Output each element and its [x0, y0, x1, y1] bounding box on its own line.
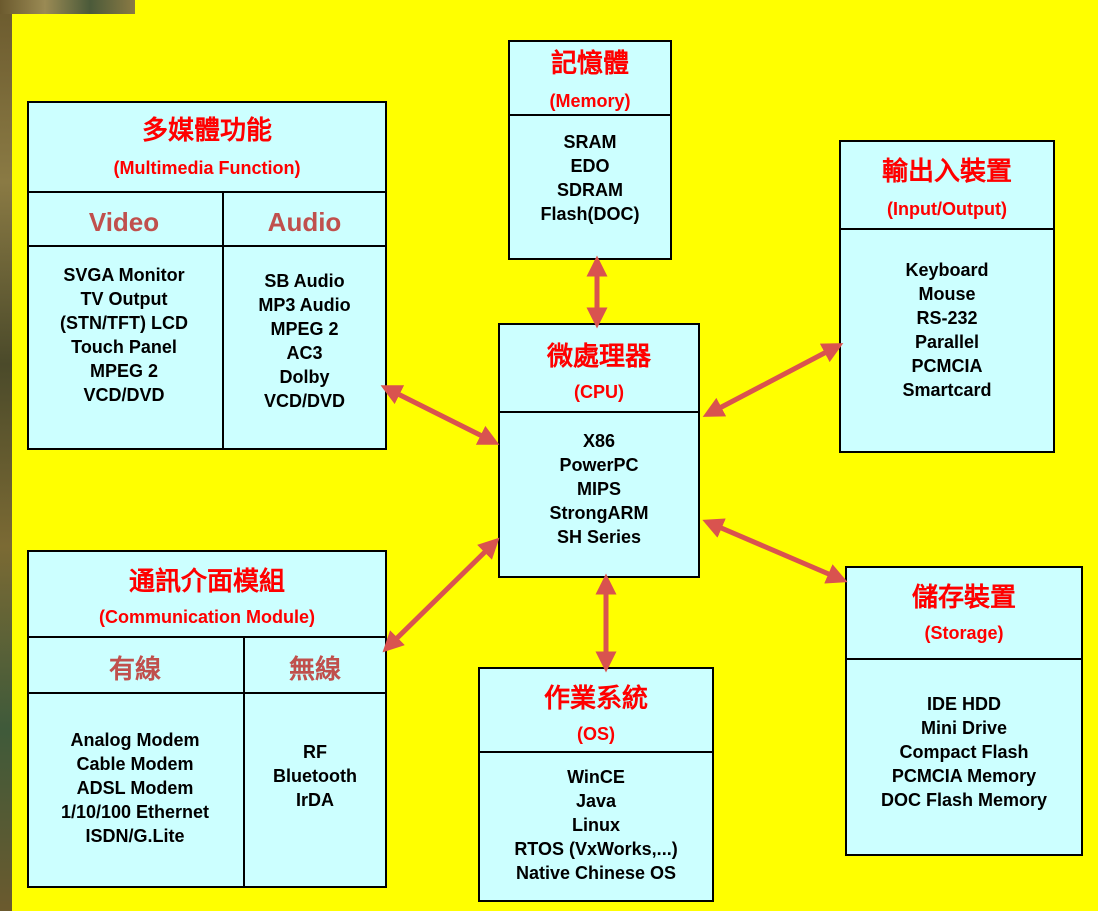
left-decorative-strip — [0, 0, 12, 911]
list-item: MPEG 2 — [270, 319, 339, 339]
divider — [480, 751, 712, 753]
multimedia-box: 多媒體功能 (Multimedia Function) Video Audio … — [27, 101, 387, 450]
list-item: Mouse — [918, 284, 976, 304]
memory-title-en: (Memory) — [549, 91, 631, 111]
list-item: Parallel — [914, 332, 980, 352]
os-box: 作業系統 (OS) WinCE Java Linux RTOS (VxWorks… — [478, 667, 714, 902]
io-list: Keyboard Mouse RS-232 Parallel PCMCIA Sm… — [841, 258, 1053, 402]
list-item: 1/10/100 Ethernet — [60, 802, 210, 822]
arrow-cpu-io — [702, 343, 844, 417]
storage-list: IDE HDD Mini Drive Compact Flash PCMCIA … — [847, 692, 1081, 812]
audio-list: SB Audio MP3 Audio MPEG 2 AC3 Dolby VCD/… — [224, 269, 385, 413]
list-item: VCD/DVD — [263, 391, 345, 411]
arrow-cpu-multimedia — [380, 385, 500, 445]
divider — [847, 658, 1081, 660]
list-item: RTOS (VxWorks,...) — [514, 839, 678, 859]
divider — [29, 245, 385, 247]
list-item: Java — [575, 791, 617, 811]
list-item: Smartcard — [902, 380, 992, 400]
memory-title-zh: 記憶體 — [550, 48, 629, 78]
list-item: PowerPC — [559, 455, 639, 475]
divider — [222, 191, 224, 448]
video-list: SVGA Monitor TV Output (STN/TFT) LCD Tou… — [29, 263, 219, 407]
os-list: WinCE Java Linux RTOS (VxWorks,...) Nati… — [480, 765, 712, 885]
list-item: SVGA Monitor — [63, 265, 185, 285]
list-item: IDE HDD — [926, 694, 1001, 714]
multimedia-title-zh: 多媒體功能 — [141, 115, 272, 145]
list-item: ADSL Modem — [76, 778, 194, 798]
cpu-title-en: (CPU) — [574, 382, 624, 402]
list-item: SH Series — [556, 527, 642, 547]
list-item: PCMCIA Memory — [891, 766, 1037, 786]
list-item: Compact Flash — [899, 742, 1029, 762]
comm-title-en: (Communication Module) — [99, 607, 315, 627]
divider — [510, 114, 670, 116]
list-item: WinCE — [567, 767, 625, 787]
list-item: Native Chinese OS — [515, 863, 677, 883]
video-label: Video — [88, 207, 160, 237]
wired-list: Analog Modem Cable Modem ADSL Modem 1/10… — [29, 728, 241, 848]
list-item: SDRAM — [557, 180, 623, 200]
io-box: 輸出入裝置 (Input/Output) Keyboard Mouse RS-2… — [839, 140, 1055, 453]
audio-label: Audio — [267, 207, 342, 237]
list-item: Linux — [572, 815, 620, 835]
os-title-en: (OS) — [577, 724, 615, 744]
list-item: Bluetooth — [273, 766, 357, 786]
list-item: MPEG 2 — [89, 361, 159, 381]
divider — [29, 636, 385, 638]
multimedia-title-en: (Multimedia Function) — [113, 158, 301, 178]
divider — [243, 636, 245, 886]
cpu-box: 微處理器 (CPU) X86 PowerPC MIPS StrongARM SH… — [498, 323, 700, 578]
list-item: MP3 Audio — [258, 295, 351, 315]
list-item: Mini Drive — [920, 718, 1008, 738]
list-item: EDO — [570, 156, 610, 176]
memory-list: SRAM EDO SDRAM Flash(DOC) — [510, 130, 670, 226]
list-item: RS-232 — [916, 308, 978, 328]
divider — [500, 411, 698, 413]
list-item: Flash(DOC) — [540, 204, 640, 224]
wireless-list: RF Bluetooth IrDA — [245, 740, 385, 812]
list-item: TV Output — [80, 289, 168, 309]
wireless-label: 無線 — [288, 654, 341, 684]
list-item: MIPS — [576, 479, 621, 499]
list-item: Cable Modem — [76, 754, 194, 774]
arrow-cpu-storage — [702, 518, 848, 584]
list-item: DOC Flash Memory — [880, 790, 1048, 810]
list-item: Dolby — [279, 367, 330, 387]
list-item: Analog Modem — [70, 730, 200, 750]
storage-title-en: (Storage) — [924, 623, 1004, 643]
list-item: ISDN/G.Lite — [85, 826, 185, 846]
list-item: AC3 — [286, 343, 323, 363]
list-item: StrongARM — [549, 503, 649, 523]
divider — [29, 191, 385, 193]
comm-title-zh: 通訊介面模組 — [128, 566, 285, 596]
wired-label: 有線 — [108, 654, 161, 684]
io-title-zh: 輸出入裝置 — [881, 156, 1012, 186]
list-item: Keyboard — [905, 260, 989, 280]
list-item: PCMCIA — [911, 356, 983, 376]
list-item: Touch Panel — [71, 337, 177, 357]
list-item: (STN/TFT) LCD — [60, 313, 188, 333]
os-title-zh: 作業系統 — [543, 683, 648, 713]
list-item: X86 — [582, 431, 616, 451]
list-item: VCD/DVD — [83, 385, 165, 405]
storage-title-zh: 儲存裝置 — [911, 582, 1016, 612]
cpu-list: X86 PowerPC MIPS StrongARM SH Series — [500, 429, 698, 549]
io-title-en: (Input/Output) — [887, 199, 1007, 219]
divider — [29, 692, 385, 694]
memory-box: 記憶體 (Memory) SRAM EDO SDRAM Flash(DOC) — [508, 40, 672, 260]
divider — [841, 228, 1053, 230]
arrow-cpu-comm — [382, 537, 500, 653]
list-item: RF — [303, 742, 327, 762]
list-item: SRAM — [563, 132, 617, 152]
storage-box: 儲存裝置 (Storage) IDE HDD Mini Drive Compac… — [845, 566, 1083, 856]
comm-box: 通訊介面模組 (Communication Module) 有線 無線 Anal… — [27, 550, 387, 888]
list-item: SB Audio — [264, 271, 345, 291]
list-item: IrDA — [295, 790, 334, 810]
cpu-title-zh: 微處理器 — [546, 341, 651, 371]
top-decorative-band — [0, 0, 135, 14]
